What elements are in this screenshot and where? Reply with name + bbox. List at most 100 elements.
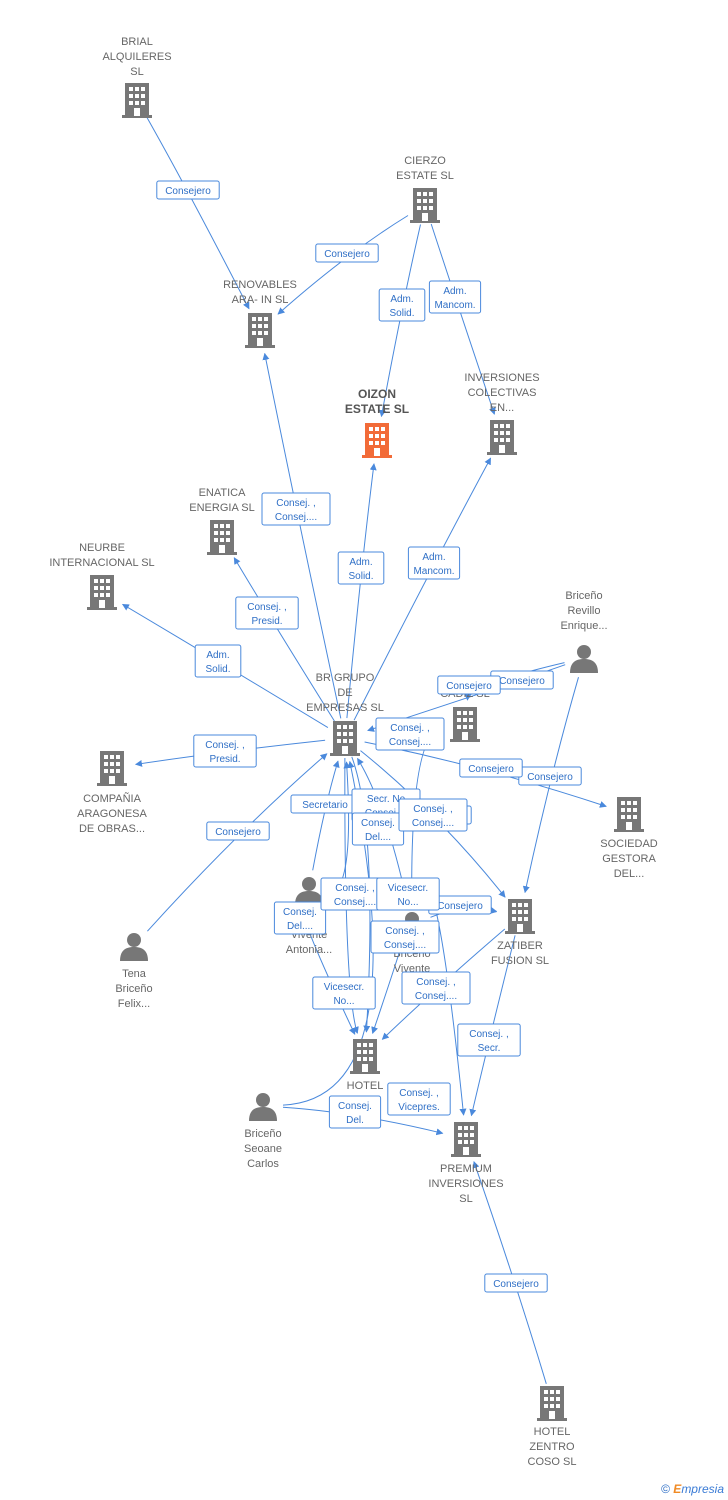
edge-label[interactable]: Vicesecr.No... [312, 976, 376, 1010]
person-icon [120, 933, 148, 961]
edge-label[interactable]: Adm.Solid. [194, 644, 242, 678]
edge-label-text: Del.... [365, 832, 391, 843]
node-label: EN... [490, 402, 514, 414]
edge-label-box[interactable] [376, 877, 440, 911]
edge-label-text: Consej. , [390, 723, 429, 734]
edge-label-box[interactable] [398, 798, 468, 832]
edge-label-box[interactable] [437, 675, 501, 695]
edge-label-box[interactable] [261, 492, 331, 526]
edge-label-text: Del.... [287, 921, 313, 932]
edge-label-box[interactable] [337, 551, 385, 585]
edge-label[interactable]: Consejero [437, 675, 501, 695]
edge-label-text: Consej.... [415, 991, 457, 1002]
edge-label-text: Consejero [499, 676, 545, 687]
node-label: ZENTRO [529, 1441, 575, 1453]
node-inversiones[interactable]: INVERSIONESCOLECTIVASEN... [464, 372, 540, 455]
edge-label-box[interactable] [312, 976, 376, 1010]
edge-label[interactable]: Secretario [290, 794, 360, 814]
edge-label-text: Consej. , [399, 1088, 438, 1099]
edge-label-box[interactable] [484, 1273, 548, 1293]
edge-label[interactable]: Consej. ,Consej.... [370, 920, 440, 954]
node-label: INTERNACIONAL SL [49, 557, 154, 569]
edge-label-text: Consej.... [384, 940, 426, 951]
edge-label-box[interactable] [407, 546, 461, 580]
edge-label[interactable]: Adm.Solid. [337, 551, 385, 585]
edge-label-text: Adm. [443, 286, 466, 297]
edge-label[interactable]: Consejero [518, 766, 582, 786]
brand-initial: E [673, 1482, 682, 1496]
edge-label[interactable]: Consejero [484, 1273, 548, 1293]
edge-label[interactable]: Consej.Del. [328, 1095, 382, 1129]
edge-label[interactable]: Consej.Del.... [273, 901, 327, 935]
edge-label-box[interactable] [375, 717, 445, 751]
node-briceno_revillo[interactable]: BriceñoRevilloEnrique... [560, 590, 608, 673]
edge-label[interactable]: Vicesecr.No... [376, 877, 440, 911]
edge-label-box[interactable] [401, 971, 471, 1005]
edge-label-box[interactable] [194, 644, 242, 678]
edge-vivente_antonia-brgrupo [312, 760, 340, 871]
node-cadiz[interactable]: CADIZ SL [440, 688, 490, 742]
edge-label[interactable]: Consej.Del.... [351, 812, 405, 846]
edge-label-box[interactable] [378, 288, 426, 322]
edge-label[interactable]: Consejero [156, 180, 220, 200]
edge-label-box[interactable] [315, 243, 379, 263]
node-label: SOCIEDAD [600, 838, 658, 850]
edge-label-box[interactable] [273, 901, 327, 935]
edge-label-box[interactable] [370, 920, 440, 954]
edge-label-box[interactable] [193, 734, 257, 768]
edge-label-box[interactable] [428, 280, 482, 314]
edge-label[interactable]: Consej. ,Secr. [457, 1023, 521, 1057]
edge-label[interactable]: Consej. ,Vicepres. [387, 1082, 451, 1116]
node-label: Felix... [118, 998, 150, 1010]
edge-label-box[interactable] [156, 180, 220, 200]
edge-label-text: Consej. , [469, 1029, 508, 1040]
edge-label[interactable]: Consej. ,Consej.... [398, 798, 468, 832]
edge-label[interactable]: Consej. ,Consej.... [261, 492, 331, 526]
edge-label[interactable]: Adm.Solid. [378, 288, 426, 322]
edge-label[interactable]: Consej. ,Presid. [235, 596, 299, 630]
edge-label-box[interactable] [328, 1095, 382, 1129]
edge-label[interactable]: Consej. , Consej.... [375, 717, 445, 751]
node-label: Revillo [567, 605, 600, 617]
edge-label[interactable]: Consejero [315, 243, 379, 263]
node-tena[interactable]: TenaBriceñoFelix... [115, 933, 153, 1010]
edge-label-text: Consej.... [389, 737, 431, 748]
edge-label-text: Adm. [390, 294, 413, 305]
edge-label-text: Adm. [349, 557, 372, 568]
edge-label-box[interactable] [459, 758, 523, 778]
edge-label[interactable]: Consejero [459, 758, 523, 778]
building-icon [537, 1386, 567, 1421]
edge-label-text: Mancom. [434, 300, 475, 311]
edge-label[interactable]: Adm. Mancom. [428, 280, 482, 314]
node-sociedad[interactable]: SOCIEDADGESTORADEL... [600, 797, 658, 880]
edge-label[interactable]: Adm.Mancom. [407, 546, 461, 580]
edge-label-box[interactable] [235, 596, 299, 630]
edge-label[interactable]: Consej. ,Consej.... [320, 877, 390, 911]
building-icon [451, 1122, 481, 1157]
edge-label[interactable]: Consejero [206, 821, 270, 841]
empresia-logo[interactable]: © Empresia [661, 1482, 724, 1496]
edge-label[interactable]: Consej. ,Presid. [193, 734, 257, 768]
node-label: Briceño [244, 1128, 281, 1140]
edge-label-box[interactable] [206, 821, 270, 841]
edge-label-text: Consejero [446, 681, 492, 692]
edge-brgrupo-enatica [233, 557, 335, 722]
node-label: ARA- IN SL [232, 294, 289, 306]
edge-label-box[interactable] [387, 1082, 451, 1116]
node-label: EMPRESAS SL [306, 702, 384, 714]
edge-label[interactable]: Consej. ,Consej.... [401, 971, 471, 1005]
node-label: OIZON [358, 387, 396, 401]
edge-label-box[interactable] [457, 1023, 521, 1057]
